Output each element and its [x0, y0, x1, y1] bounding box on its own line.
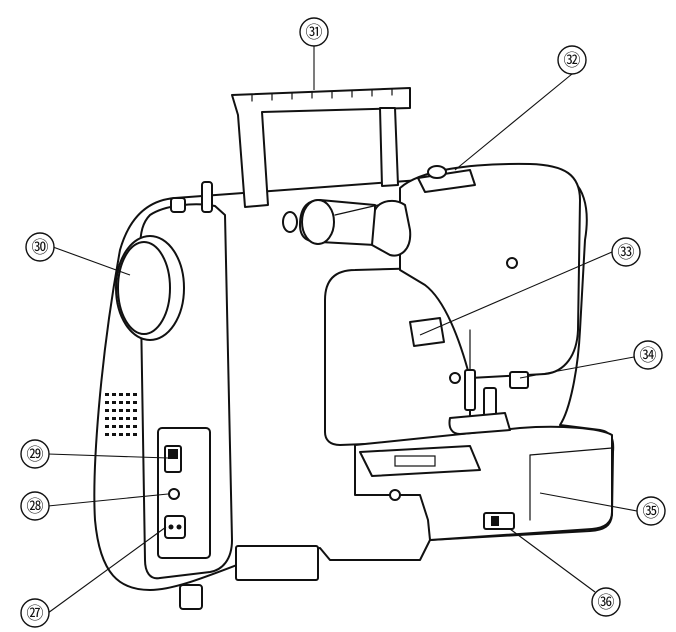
callout-36: ㊱: [591, 587, 621, 617]
feed-dog-lever: [483, 512, 515, 530]
needle-plate: [359, 445, 481, 477]
callout-31-label: ㉛: [306, 23, 323, 43]
leader-lines: [47, 46, 638, 614]
callout-36-label: ㊱: [598, 593, 615, 613]
callout-29: ㉙: [20, 439, 50, 469]
vent-grille: [105, 393, 137, 436]
sewing-machine-illustration: [93, 87, 615, 610]
callout-28: ㉘: [20, 491, 50, 521]
callout-35: ㉟: [636, 496, 666, 526]
bobbin-winder: [417, 165, 476, 193]
power-socket: [164, 515, 186, 539]
callout-34: ㉞: [633, 340, 663, 370]
callout-30-label: ㉚: [32, 238, 49, 258]
machine-head: [399, 162, 581, 379]
callout-31: ㉛: [299, 17, 329, 47]
spool: [282, 199, 379, 246]
callout-28-label: ㉘: [27, 497, 44, 517]
handwheel: [115, 235, 185, 341]
callout-32: ㉜: [557, 45, 587, 75]
callout-34-label: ㉞: [640, 346, 657, 366]
presser-foot: [448, 369, 511, 435]
callout-30: ㉚: [25, 232, 55, 262]
socket-hole: [168, 488, 180, 500]
callout-33: ㉝: [611, 237, 641, 267]
callout-35-label: ㉟: [643, 502, 660, 522]
callout-29-label: ㉙: [27, 445, 44, 465]
callout-27-label: ㉗: [27, 604, 44, 624]
carrying-handle: [231, 87, 411, 208]
callout-27: ㉗: [20, 598, 50, 628]
power-switch: [164, 445, 182, 473]
callout-32-label: ㉜: [564, 51, 581, 71]
callout-33-label: ㉝: [618, 243, 635, 263]
